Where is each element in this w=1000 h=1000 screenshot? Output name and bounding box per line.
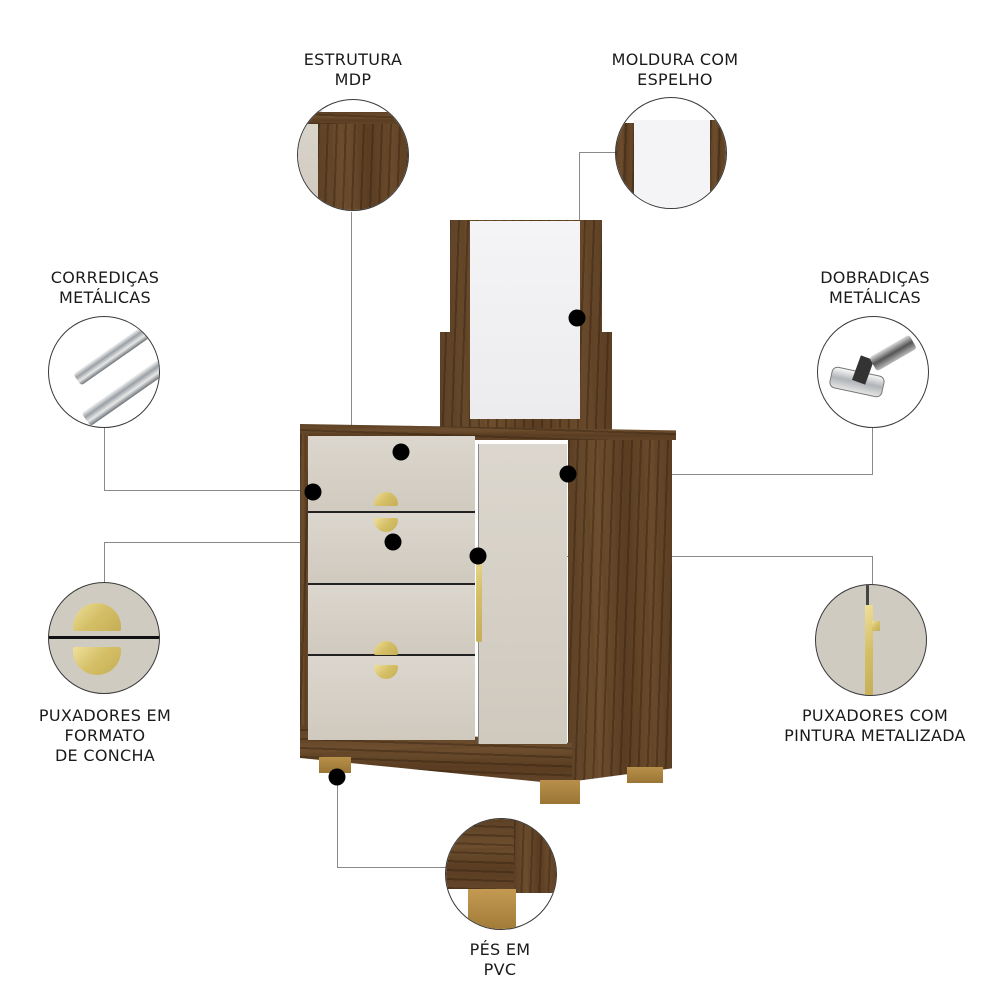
marker-moldura[interactable] [568, 309, 586, 327]
wood-panel-closeup-icon [297, 99, 409, 211]
leader-line-puxadores-concha [104, 542, 394, 543]
leader-line-pes [337, 777, 338, 867]
shell-handle [374, 518, 398, 532]
label-line: MOLDURA COM [611, 50, 739, 69]
mirror-frame-closeup-icon [615, 97, 727, 209]
leader-line-estrutura [351, 212, 352, 452]
marker-estrutura[interactable] [392, 443, 410, 461]
shell-handle [374, 665, 398, 679]
leader-line-puxadores-concha-v [104, 542, 105, 582]
pvc-foot-closeup-icon [445, 818, 557, 930]
label-pes: PÉS EM PVC [440, 940, 560, 980]
label-line: PVC [483, 960, 517, 979]
foot-right-back [627, 767, 663, 783]
label-line: PINTURA METALIZADA [784, 726, 966, 745]
label-line: ESTRUTURA [303, 50, 403, 69]
label-dobradicas: DOBRADIÇAS METÁLICAS [800, 268, 950, 308]
dresser-left-side [300, 434, 310, 752]
label-line: ESPELHO [637, 70, 713, 89]
dresser-top [300, 424, 676, 440]
label-line: METÁLICAS [59, 288, 151, 307]
drawer-1 [308, 436, 475, 516]
marker-pes[interactable] [328, 768, 346, 786]
leader-line-moldura-v [579, 152, 580, 318]
label-line: PUXADORES EM [38, 706, 172, 725]
marker-puxadores-concha[interactable] [384, 533, 402, 551]
label-line: CORREDIÇAS [50, 268, 160, 287]
label-corredicas: CORREDIÇAS METÁLICAS [30, 268, 180, 308]
label-line: MDP [334, 70, 372, 89]
label-line: DE CONCHA [54, 746, 156, 765]
leader-line-corredicas [104, 428, 105, 490]
shell-handle [374, 492, 398, 506]
leader-line-moldura [579, 152, 617, 153]
mirror-frame [440, 220, 612, 432]
mirror-glass [470, 221, 580, 419]
label-line: METÁLICAS [829, 288, 921, 307]
shell-handle-closeup-icon [48, 582, 160, 694]
leader-line-puxadores-metal [478, 556, 873, 557]
hinge-closeup-icon [817, 316, 929, 428]
label-line: FORMATO [64, 726, 146, 745]
label-line: PÉS EM [469, 940, 531, 959]
leader-line-dobradicas-h [568, 474, 873, 475]
marker-puxadores-metal[interactable] [469, 547, 487, 565]
label-line: DOBRADIÇAS [820, 268, 930, 287]
foot-right [540, 780, 580, 804]
drawer-slide-closeup-icon [48, 316, 160, 428]
door [478, 444, 567, 744]
shell-handle [374, 641, 398, 655]
label-line: PUXADORES COM [801, 706, 949, 725]
label-estrutura: ESTRUTURA MDP [280, 50, 426, 90]
label-puxadores-metal: PUXADORES COM PINTURA METALIZADA [770, 706, 980, 746]
drawer-3 [308, 583, 475, 655]
drawer-4 [308, 654, 475, 740]
label-puxadores-concha: PUXADORES EM FORMATO DE CONCHA [20, 706, 190, 766]
marker-dobradicas[interactable] [559, 465, 577, 483]
leader-line-corredicas-h [104, 490, 314, 491]
dresser-right-side [568, 440, 672, 782]
leader-line-dobradicas [872, 425, 873, 475]
leader-line-puxadores-metal-v [872, 556, 873, 586]
label-moldura: MOLDURA COM ESPELHO [585, 50, 765, 90]
leader-line-pes-h [337, 867, 447, 868]
bar-handle-closeup-icon [815, 584, 927, 696]
marker-corredicas[interactable] [304, 483, 322, 501]
